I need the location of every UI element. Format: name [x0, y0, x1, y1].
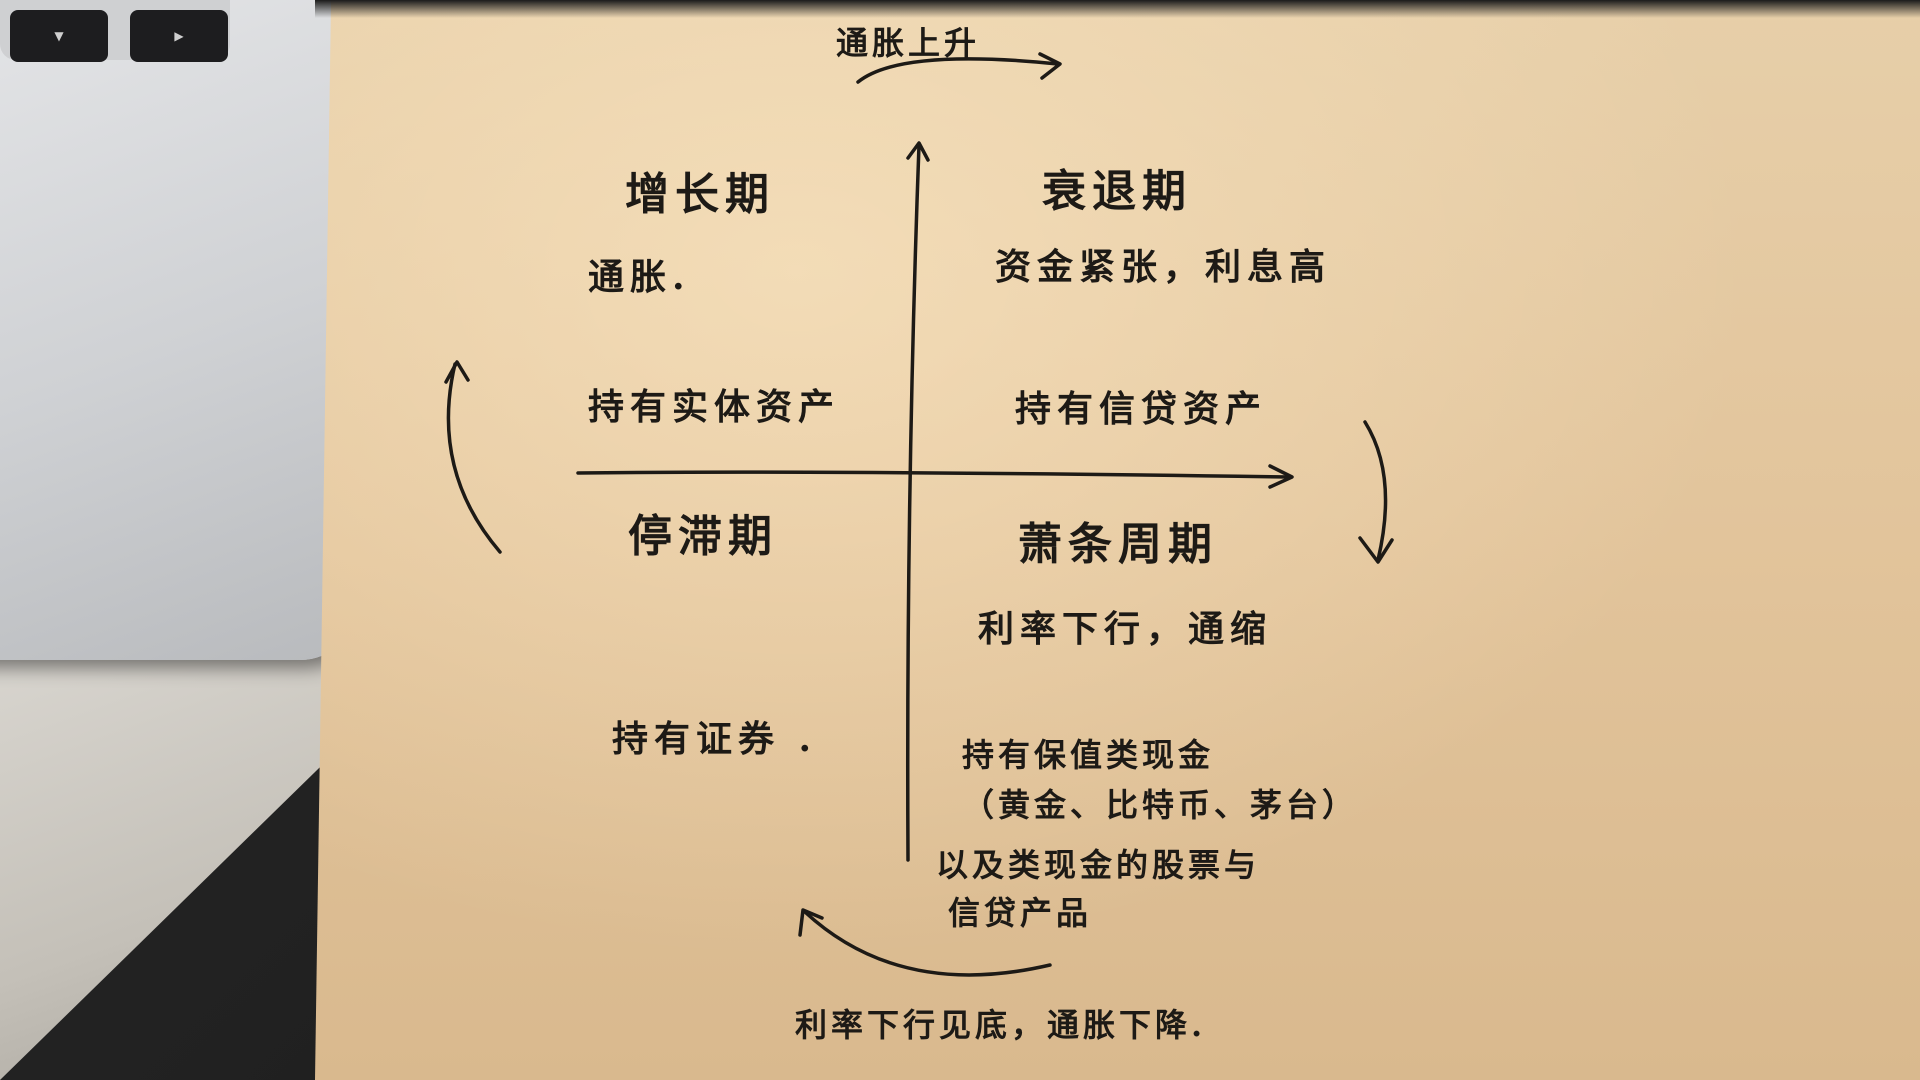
horizontal-axis [576, 470, 1292, 479]
depression-cycle-title: 萧条周期 [1018, 519, 1218, 570]
stagnation-period-hold: 持有证券 . [612, 718, 818, 760]
horizontal-axis-arrowhead [1268, 464, 1294, 489]
bottom-curved-arrow [803, 910, 1052, 977]
paper-shadow [315, 0, 1920, 18]
right-curved-arrow [1363, 420, 1388, 562]
top-curved-arrow [856, 57, 1060, 84]
arrow-right-key: ▶ [130, 10, 228, 62]
recession-period-title: 衰退期 [1042, 166, 1192, 217]
vertical-axis [905, 143, 921, 862]
growth-period-desc: 通胀. [588, 256, 691, 298]
depression-cycle-hold-line-1: 持有保值类现金 [962, 736, 1215, 774]
growth-period-title: 增长期 [625, 169, 775, 220]
growth-period-hold: 持有实体资产 [588, 386, 841, 428]
top-axis-label: 通胀上升 [836, 24, 981, 62]
keyboard-arrow-keys: ▼ ▶ [0, 0, 230, 62]
depression-cycle-hold-line-4: 信贷产品 [948, 894, 1093, 932]
recession-period-hold: 持有信贷资产 [1015, 388, 1268, 430]
arrow-down-key: ▼ [10, 10, 108, 62]
laptop-corner: ▼ ▶ [0, 0, 360, 660]
depression-cycle-hold-line-3: 以及类现金的股票与 [936, 846, 1261, 884]
bottom-curved-arrowhead [798, 908, 824, 937]
depression-cycle-hold-line-2: （黄金、比特币、茅台） [962, 786, 1359, 824]
recession-period-desc: 资金紧张，利息高 [995, 246, 1332, 288]
bottom-axis-label: 利率下行见底，通胀下降. [795, 1006, 1207, 1044]
left-curved-arrow [446, 362, 502, 554]
paper-sheet [315, 0, 1920, 1080]
top-curved-arrowhead [1038, 52, 1062, 80]
left-curved-arrowhead [444, 360, 470, 384]
vertical-axis-arrowhead [906, 141, 930, 162]
right-curved-arrowhead [1358, 536, 1394, 564]
depression-cycle-desc: 利率下行，通缩 [978, 608, 1273, 650]
stagnation-period-title: 停滞期 [628, 511, 778, 562]
